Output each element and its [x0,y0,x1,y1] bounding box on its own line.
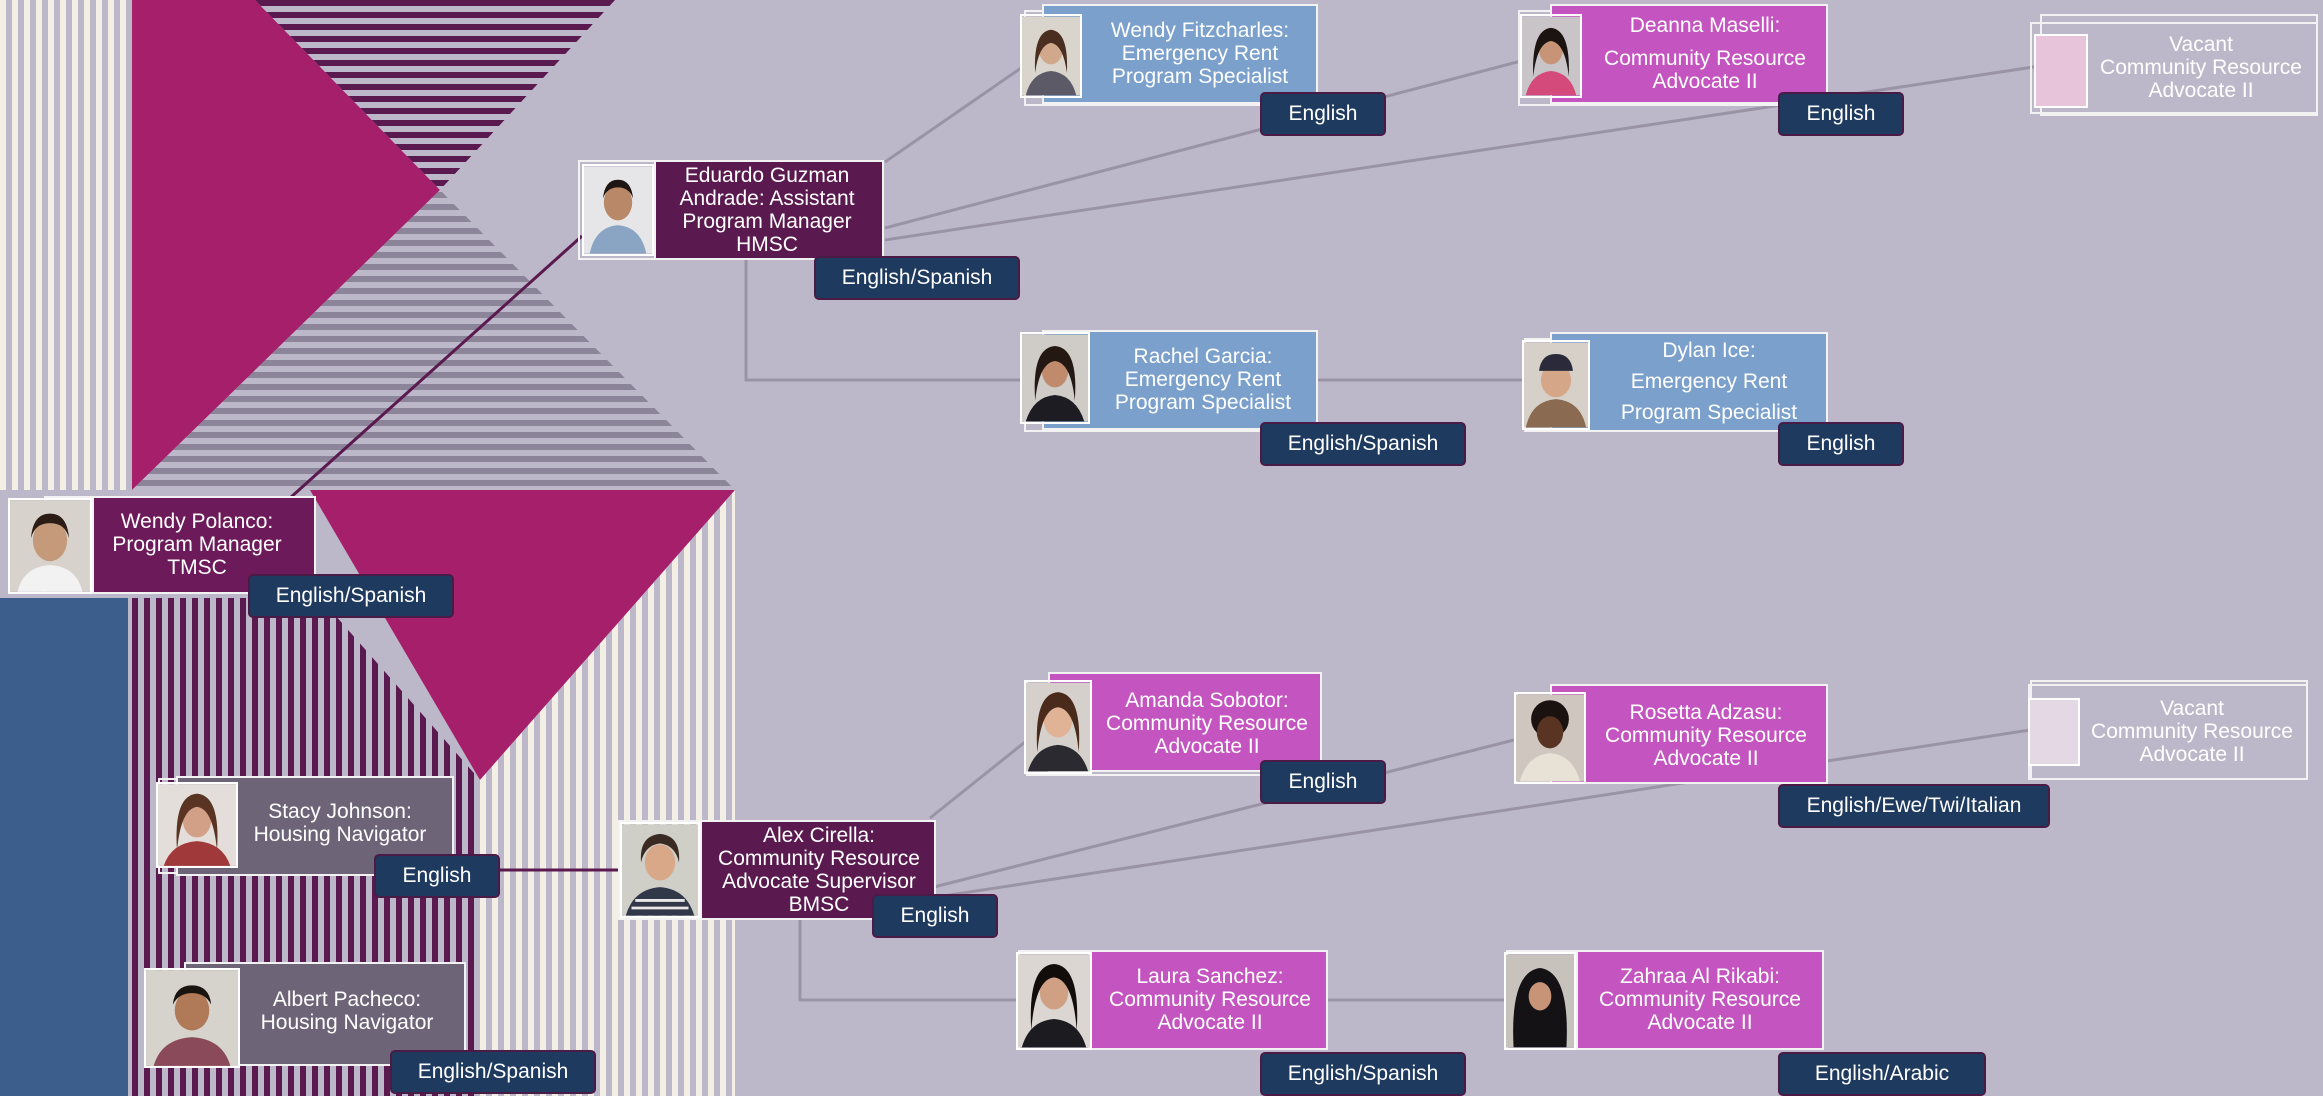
person-role: Community Resource [2100,55,2302,79]
language-badge: English [1778,422,1904,466]
person-role: Community Resource [1109,987,1311,1011]
language-badge: English/Spanish [1260,1052,1466,1096]
person-name: Albert Pacheco: [272,988,422,1011]
person-photo [1020,14,1082,98]
person-name: Laura Sanchez: [1136,964,1284,988]
person-role: Housing Navigator [260,1011,434,1034]
person-role-line2: Advocate II [2148,78,2254,102]
person-role: Emergency Rent [1121,41,1279,65]
person-role-line2: Advocate II [1647,1010,1753,1034]
person-role: Program Manager [112,532,282,556]
language-badge: English/Spanish [1260,422,1466,466]
person-role-line2: Advocate Supervisor [722,870,916,893]
person-role: Community Resource [1106,711,1308,735]
person-role-line2: Program Specialist [1114,390,1292,414]
card-body [2030,22,2318,114]
person-office: TMSC [167,555,227,579]
person-role-line2: Program Specialist [1620,400,1798,424]
language-badge: English [1778,92,1904,136]
language-badge: English/Spanish [814,256,1020,300]
person-name: Alex Cirella: [762,824,876,847]
person-photo [144,968,240,1068]
language-badge: English/Arabic [1778,1052,1986,1096]
person-role: Community Resource [1599,987,1801,1011]
person-name-role: Andrade: Assistant [679,187,855,210]
person-role-line2: Advocate II [1652,69,1758,93]
person-office: HMSC [736,233,798,256]
card-body [1550,4,1828,104]
person-name: Amanda Sobotor: [1125,688,1289,712]
person-role: Program Manager [682,210,852,233]
person-role-line2: Advocate II [1157,1010,1263,1034]
person-photo [1514,692,1586,784]
person-photo [620,822,700,918]
person-role: Housing Navigator [253,823,427,846]
person-name: Rosetta Adzasu: [1629,700,1783,724]
person-role: Community Resource [1605,723,1807,747]
card-body [654,160,884,260]
language-badge: English/Ewe/Twi/Italian [1778,784,2050,828]
person-name: Vacant [2169,32,2233,56]
person-photo [1522,340,1590,430]
person-name: Wendy Polanco: [120,509,274,533]
person-role: Emergency Rent [1630,369,1788,393]
person-photo [156,782,238,868]
card-body [1088,950,1328,1050]
placeholder-photo [2028,698,2080,766]
person-name: Rachel Garcia: [1133,344,1273,368]
person-role-line2: Advocate II [1154,734,1260,758]
card-body [1550,332,1828,432]
person-name: Stacy Johnson: [268,800,412,823]
language-badge: English [1260,92,1386,136]
person-photo [1504,952,1576,1050]
person-photo [8,498,92,594]
person-role-line2: Advocate II [1653,746,1759,770]
person-role: Community Resource [1604,46,1806,70]
person-name: Vacant [2160,696,2224,720]
person-name: Zahraa Al Rikabi: [1620,964,1780,988]
person-role: Emergency Rent [1124,367,1282,391]
card-body [1576,950,1824,1050]
language-badge: English/Spanish [248,574,454,618]
person-name: Eduardo Guzman [684,164,850,187]
person-photo [1020,332,1090,424]
person-name: Wendy Fitzcharles: [1110,18,1290,42]
person-role: Community Resource [718,847,920,870]
card-body [1042,4,1318,104]
language-badge: English [1260,760,1386,804]
language-badge: English [872,894,998,938]
person-role-line2: Advocate II [2139,742,2245,766]
person-name: Deanna Maselli: [1629,13,1781,37]
placeholder-photo [2034,34,2088,108]
person-photo [1024,680,1092,774]
person-photo [1016,952,1092,1050]
person-photo [1520,14,1582,98]
person-name: Dylan Ice: [1662,338,1756,362]
card-body [1048,672,1322,772]
card-body [1550,684,1828,784]
person-office: BMSC [788,893,850,916]
language-badge: English/Spanish [390,1050,596,1094]
person-role: Community Resource [2091,719,2293,743]
person-role-line2: Program Specialist [1111,64,1289,88]
language-badge: English [374,854,500,898]
person-photo [582,164,654,256]
